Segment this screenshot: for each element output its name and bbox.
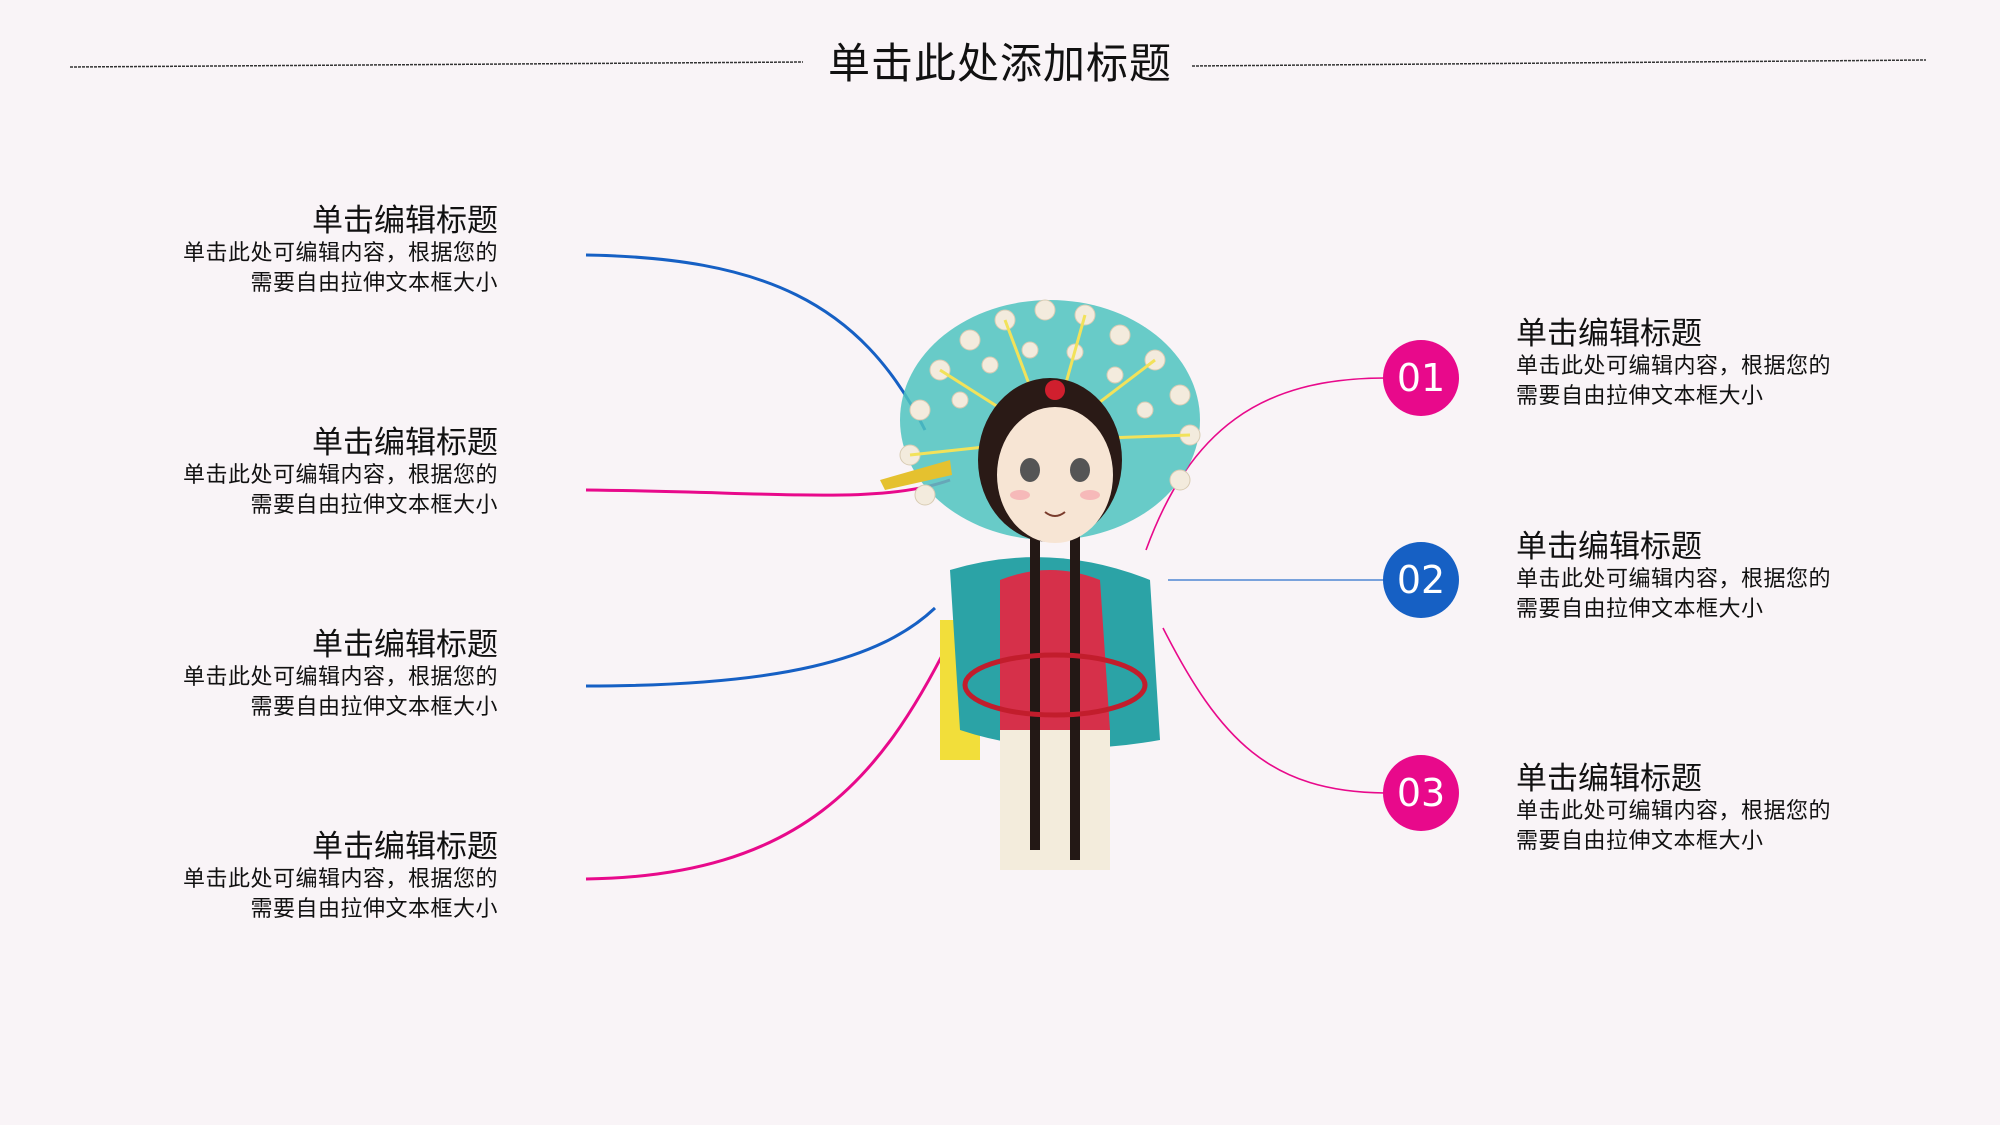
item-body-line1[interactable]: 单击此处可编辑内容，根据您的: [182, 665, 498, 690]
title-rule-right: [1191, 59, 1927, 67]
connector-left-4: [585, 639, 952, 881]
left-item-2[interactable]: 单击编辑标题 单击此处可编辑内容，根据您的 需要自由拉伸文本框大小: [100, 425, 498, 521]
item-title[interactable]: 单击编辑标题: [1516, 761, 1702, 797]
right-item-2[interactable]: 单击编辑标题 单击此处可编辑内容，根据您的 需要自由拉伸文本框大小: [1516, 529, 1916, 625]
number-badge-01: 01: [1383, 340, 1459, 416]
fan-icon: [880, 460, 952, 490]
right-item-3[interactable]: 单击编辑标题 单击此处可编辑内容，根据您的 需要自由拉伸文本框大小: [1516, 761, 1916, 857]
item-body-line1[interactable]: 单击此处可编辑内容，根据您的: [182, 241, 498, 266]
face-icon: [978, 378, 1122, 543]
item-title[interactable]: 单击编辑标题: [312, 425, 498, 461]
item-body-line2[interactable]: 需要自由拉伸文本框大小: [250, 271, 498, 296]
item-title[interactable]: 单击编辑标题: [1516, 529, 1702, 565]
item-title[interactable]: 单击编辑标题: [312, 829, 498, 865]
opera-character-illustration: [880, 299, 1201, 870]
item-body-line2[interactable]: 需要自由拉伸文本框大小: [1516, 384, 1764, 409]
item-body-line1[interactable]: 单击此处可编辑内容，根据您的: [1516, 567, 1832, 592]
item-title[interactable]: 单击编辑标题: [312, 203, 498, 239]
item-body-line2[interactable]: 需要自由拉伸文本框大小: [250, 897, 498, 922]
item-body-line2[interactable]: 需要自由拉伸文本框大小: [250, 695, 498, 720]
connector-left-3: [585, 606, 937, 688]
left-item-3[interactable]: 单击编辑标题 单击此处可编辑内容，根据您的 需要自由拉伸文本框大小: [100, 627, 498, 723]
item-body-line1[interactable]: 单击此处可编辑内容，根据您的: [1516, 799, 1832, 824]
slide-title[interactable]: 单击此处添加标题: [827, 39, 1172, 88]
number-badge-03: 03: [1383, 755, 1459, 831]
item-title[interactable]: 单击编辑标题: [312, 627, 498, 663]
item-title[interactable]: 单击编辑标题: [1516, 316, 1702, 352]
item-body-line2[interactable]: 需要自由拉伸文本框大小: [250, 493, 498, 518]
left-item-1[interactable]: 单击编辑标题 单击此处可编辑内容，根据您的 需要自由拉伸文本框大小: [100, 203, 498, 299]
connector-right-1: [1145, 377, 1386, 551]
item-body-line1[interactable]: 单击此处可编辑内容，根据您的: [182, 867, 498, 892]
item-body-line1[interactable]: 单击此处可编辑内容，根据您的: [182, 463, 498, 488]
item-body-line2[interactable]: 需要自由拉伸文本框大小: [1516, 829, 1764, 854]
title-rule-left: [69, 61, 804, 68]
connector-right-3: [1162, 627, 1386, 794]
skirt: [1000, 730, 1110, 870]
left-item-4[interactable]: 单击编辑标题 单击此处可编辑内容，根据您的 需要自由拉伸文本框大小: [100, 829, 498, 925]
right-item-1[interactable]: 单击编辑标题 单击此处可编辑内容，根据您的 需要自由拉伸文本框大小: [1516, 316, 1916, 412]
item-body-line1[interactable]: 单击此处可编辑内容，根据您的: [1516, 354, 1832, 379]
number-badge-02: 02: [1383, 542, 1459, 618]
item-body-line2[interactable]: 需要自由拉伸文本框大小: [1516, 597, 1764, 622]
connector-left-1: [585, 253, 927, 431]
